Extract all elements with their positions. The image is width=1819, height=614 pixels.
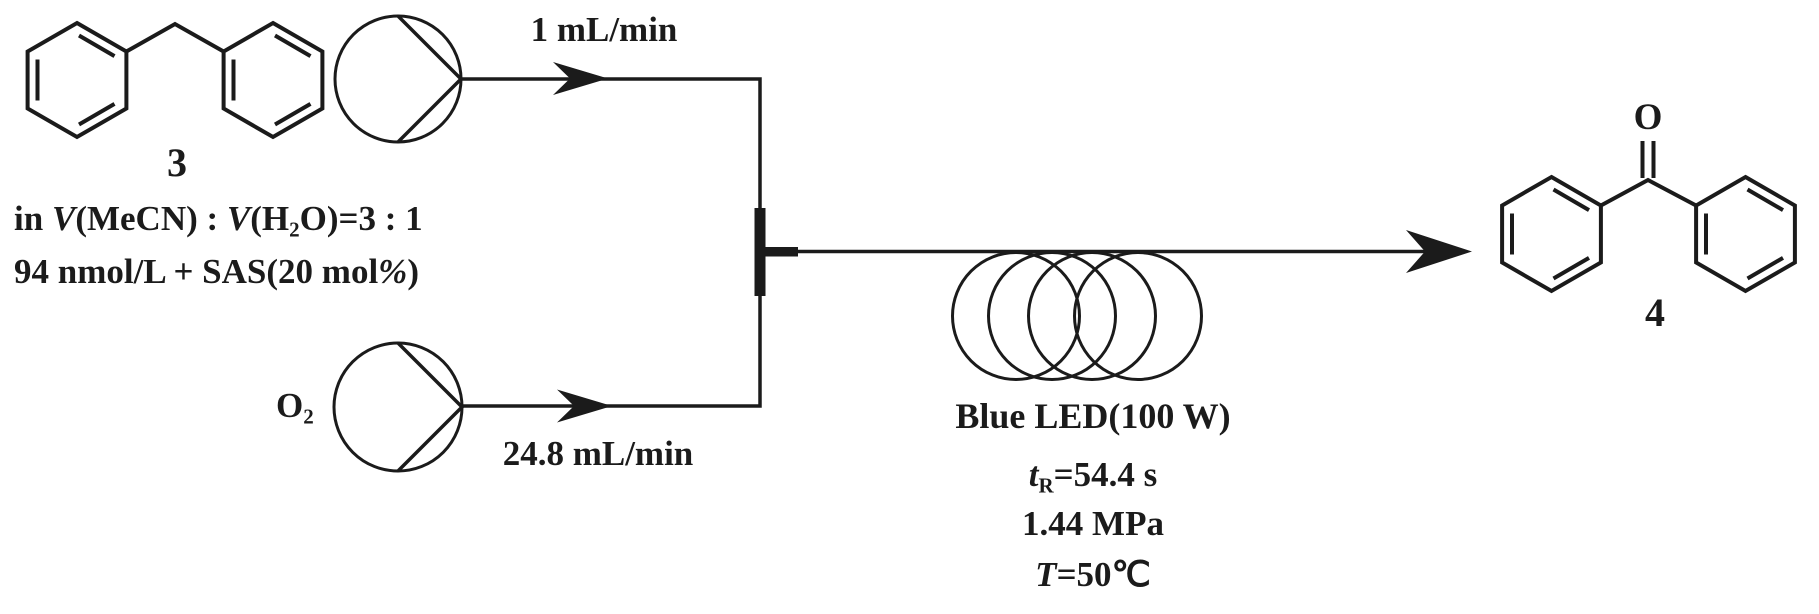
reactor-coil-loop — [951, 251, 1081, 381]
solvent-prefix: in — [14, 199, 52, 238]
oxygen-feed-label: O2 — [276, 388, 314, 428]
double-bond — [77, 102, 116, 127]
double-bond — [273, 102, 312, 127]
product-arrowhead — [1406, 230, 1472, 273]
product-benzene-ring-left — [1500, 174, 1603, 294]
concentration-line: 94 nmol/L + SAS(20 mol%) — [14, 254, 419, 289]
double-bond — [1552, 187, 1591, 212]
time-value: =54.4 s — [1053, 455, 1158, 494]
gas-flow-rate-label: 24.8 mL/min — [502, 434, 694, 473]
concentration-close: ) — [407, 252, 419, 291]
water-subscript: 2 — [289, 217, 300, 242]
liquid-feed-line — [461, 77, 762, 208]
time-symbol: t — [1028, 455, 1039, 494]
ch2-bridge-bond — [125, 21, 225, 54]
reactant-benzene-ring-left — [25, 20, 129, 140]
liquid-pump-icon — [333, 14, 463, 144]
product-benzene-ring-right — [1694, 174, 1797, 294]
temperature-value: =50℃ — [1056, 555, 1151, 594]
double-bond — [273, 33, 312, 58]
gas-pump-rotor — [396, 341, 465, 473]
residence-time-label: tR=54.4 s — [920, 457, 1266, 497]
flow-arrowhead — [557, 389, 612, 423]
solvent-ratio-line: in V(MeCN) : V(H2O)=3 : 1 — [14, 201, 423, 241]
carbonyl-oxygen-label: O — [1633, 97, 1663, 138]
temperature-symbol: T — [1035, 555, 1057, 594]
pressure-label: 1.44 MPa — [1022, 504, 1164, 543]
solvent-water-pre: (H — [250, 199, 290, 238]
product-compound-number: 4 — [1645, 290, 1665, 335]
mixer-tee-outlet — [760, 247, 798, 257]
reactant-compound-number: 3 — [167, 140, 187, 185]
time-subscript: R — [1038, 473, 1054, 498]
reactant-benzene-ring-right — [221, 20, 325, 140]
double-bond — [77, 33, 116, 58]
double-bond — [1746, 187, 1785, 212]
temperature-label: T=50℃ — [920, 557, 1266, 592]
volume-symbol: V — [51, 199, 76, 238]
liquid-flow-rate-label: 1 mL/min — [530, 10, 678, 49]
led-light-label: Blue LED(100 W) — [955, 396, 1231, 436]
oxygen-subscript: 2 — [303, 404, 314, 429]
double-bond — [1552, 256, 1591, 281]
flow-arrowhead — [553, 62, 608, 95]
gas-feed-line — [462, 296, 762, 408]
reactor-coil-loop — [987, 251, 1117, 381]
solvent-water-post: O)=3 : 1 — [299, 199, 423, 238]
oxygen-symbol: O — [276, 386, 304, 425]
gas-pump-icon — [332, 341, 464, 473]
liquid-pump-rotor — [396, 14, 464, 144]
carbonyl-carbon-bonds — [1599, 177, 1698, 208]
volume-symbol: V — [226, 199, 251, 238]
percent-sign: % — [378, 252, 408, 291]
solvent-mecn: (MeCN) : — [75, 199, 227, 238]
double-bond — [1746, 256, 1785, 281]
concentration-text: 94 nmol/L + SAS(20 mol — [14, 252, 379, 291]
